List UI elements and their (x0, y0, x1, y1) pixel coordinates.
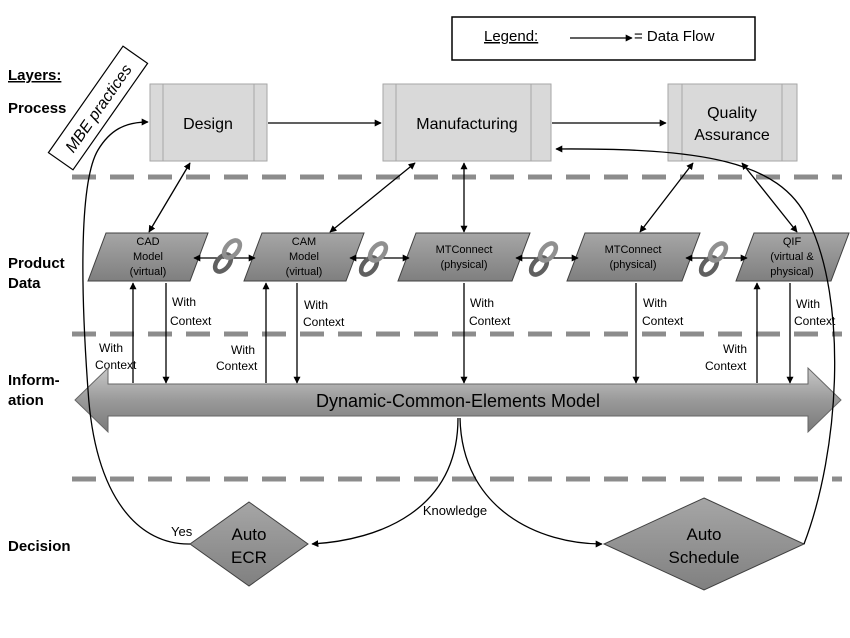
context-label-context: Context (642, 314, 684, 328)
context-label-context: Context (216, 359, 258, 373)
context-label-context: Context (170, 314, 212, 328)
cad-line-1: CAD (136, 236, 159, 248)
legend-title: Legend: (484, 28, 538, 45)
chain-links (193, 238, 748, 277)
node-mtconnect-2: MTConnect (physical) (566, 232, 701, 282)
schedule-line-2: Schedule (669, 548, 740, 567)
manufacturing-label: Manufacturing (416, 116, 517, 133)
legend: Legend: = Data Flow (451, 16, 756, 61)
mtc1-line-2: (physical) (440, 259, 487, 271)
quality-label-2: Assurance (694, 127, 770, 144)
cam-line-1: CAM (292, 236, 316, 248)
context-label-context: Context (705, 359, 747, 373)
mbe-practices-label: MBE practices (63, 62, 136, 156)
chain-link-icon (349, 241, 410, 277)
context-label-with: With (723, 342, 747, 356)
decision-auto-schedule: Auto Schedule (602, 497, 806, 591)
context-labels: With Context With Context With Context W… (95, 295, 836, 373)
mtc2-line-2: (physical) (609, 259, 656, 271)
layers-heading: Layers: (8, 67, 61, 84)
cad-line-3: (virtual) (130, 266, 167, 278)
yes-label: Yes (171, 524, 193, 539)
layer-decision: Decision (8, 538, 71, 555)
node-cad-model: CAD Model (virtual) (87, 232, 209, 282)
node-qif: QIF (virtual & physical) (735, 232, 850, 282)
dynamic-common-elements-model: Dynamic-Common-Elements Model (74, 366, 842, 434)
context-label-with: With (231, 343, 255, 357)
design-label: Design (183, 116, 233, 133)
cam-line-3: (virtual) (286, 266, 323, 278)
layer-process: Process (8, 100, 66, 117)
layer-product-data-2: Data (8, 275, 41, 292)
context-label-with: With (643, 296, 667, 310)
mtc2-line-1: MTConnect (605, 244, 662, 256)
context-label-with: With (470, 296, 494, 310)
qif-line-1: QIF (783, 236, 802, 248)
qif-line-3: physical) (770, 266, 813, 278)
context-label-with: With (99, 341, 123, 355)
context-label-context: Context (469, 314, 511, 328)
legend-entry: = Data Flow (634, 28, 715, 45)
layer-product-data-1: Product (8, 255, 65, 272)
context-label-with: With (172, 295, 196, 309)
cad-line-2: Model (133, 251, 163, 263)
layer-dividers (72, 174, 842, 482)
chain-link-icon (515, 241, 579, 277)
layer-information-1: Inform- (8, 372, 60, 389)
feedback-curves (82, 118, 836, 548)
context-label-context: Context (794, 314, 836, 328)
qif-line-2: (virtual & (770, 251, 814, 263)
ecr-line-2: ECR (231, 548, 267, 567)
process-data-arrows (148, 162, 798, 233)
quality-label-1: Quality (707, 105, 757, 122)
knowledge-label: Knowledge (423, 503, 487, 518)
node-mtconnect-1: MTConnect (physical) (397, 232, 531, 282)
node-cam-model: CAM Model (virtual) (243, 232, 365, 282)
cam-line-2: Model (289, 251, 319, 263)
schedule-line-1: Auto (687, 525, 722, 544)
mtc1-line-1: MTConnect (436, 244, 493, 256)
context-label-context: Context (303, 315, 345, 329)
chain-link-icon (685, 241, 748, 277)
model-label: Dynamic-Common-Elements Model (316, 391, 600, 411)
ecr-line-1: Auto (232, 525, 267, 544)
process-design: Design (149, 83, 268, 162)
process-manufacturing: Manufacturing (382, 83, 552, 162)
layer-information-2: ation (8, 392, 44, 409)
chain-link-icon (193, 238, 256, 274)
context-label-context: Context (95, 358, 137, 372)
data-information-arrows (129, 282, 794, 384)
context-label-with: With (796, 297, 820, 311)
context-label-with: With (304, 298, 328, 312)
process-quality-assurance: Quality Assurance (667, 83, 798, 162)
decision-auto-ecr: Auto ECR (189, 501, 309, 587)
